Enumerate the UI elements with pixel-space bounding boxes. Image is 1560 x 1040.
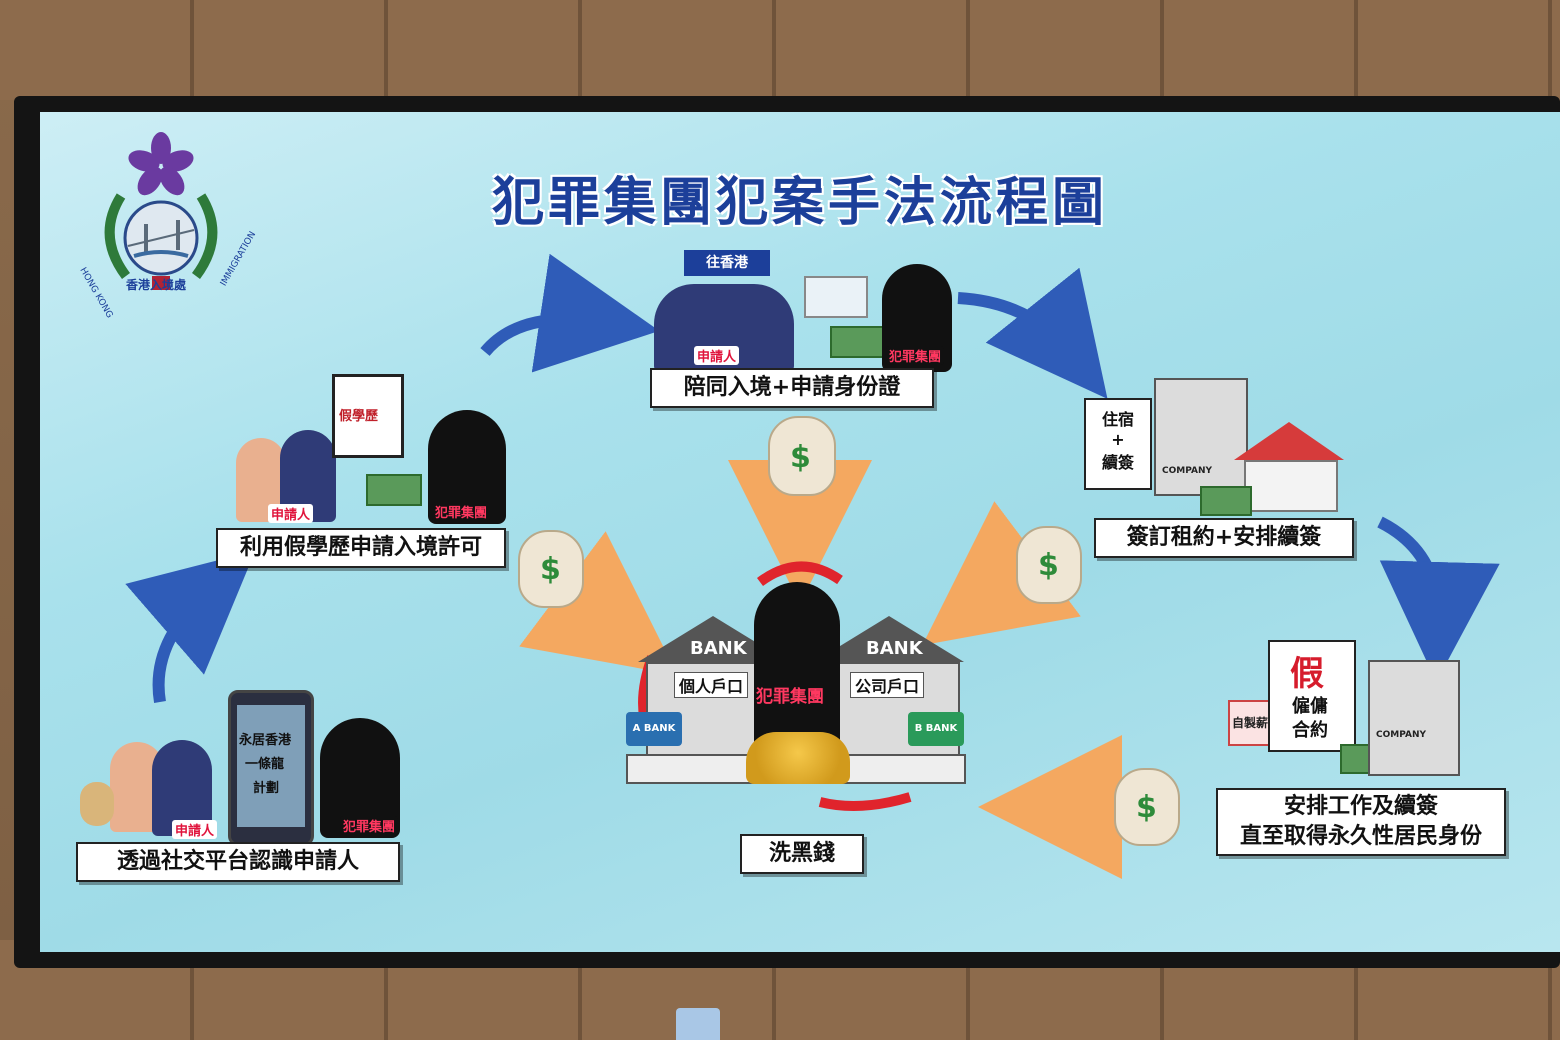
applicant-tag: 申請人	[268, 504, 314, 523]
company-building: COMPANY	[1368, 660, 1460, 776]
presentation-screen: 香港入境處 HONG KONG IMMIGRATION 犯罪集團犯案手法流程圖	[40, 112, 1560, 952]
monitor-stand	[676, 1008, 720, 1040]
page-title: 犯罪集團犯案手法流程圖	[491, 173, 1108, 233]
red-arrow-top	[757, 561, 843, 587]
step-5-label-line2: 直至取得永久性居民身份	[1239, 824, 1482, 849]
housing-sign-line3: 續簽	[1101, 453, 1134, 472]
dollar-icon: $	[1038, 548, 1059, 583]
step-5-label-line1: 安排工作及續簽	[1283, 794, 1438, 819]
immigration-logo: 香港入境處 HONG KONG IMMIGRATION	[77, 126, 258, 320]
step-1-label: 透過社交平台認識申請人	[76, 842, 400, 882]
step-5-label: 安排工作及續簽 直至取得永久性居民身份	[1216, 788, 1506, 856]
bank-left-sign: BANK	[690, 638, 747, 659]
syndicate-tag: 犯罪集團	[340, 816, 399, 835]
phone-icon: 永居香港 一條龍 計劃	[228, 690, 314, 846]
logo-text: 香港入境處	[126, 278, 187, 292]
flow-arrow-3-4	[957, 267, 1108, 399]
phone-text-line3: 計劃	[253, 781, 280, 796]
wood-wall-top	[0, 0, 1560, 100]
flow-arrow-1-2	[125, 550, 256, 703]
bank-right-account: 公司戶口	[850, 672, 925, 698]
step-4-scene: 住宿 + 續簽 COMPANY	[1084, 378, 1354, 518]
step-5-scene: 自製薪金 假 僱傭 合約 COMPANY	[1228, 640, 1498, 780]
fake-contract-line1: 僱傭	[1292, 696, 1328, 717]
center-syndicate-label: 犯罪集團	[756, 687, 824, 707]
money-bag-bottomright: $	[1114, 768, 1180, 846]
money-arrow-right	[922, 501, 1081, 646]
syndicate-tag: 犯罪集團	[886, 346, 945, 365]
phone-text-line2: 一條龍	[245, 757, 285, 772]
house-icon	[1234, 422, 1344, 512]
step-3-scene: 往香港 申請人 犯罪集團	[654, 250, 954, 374]
step-1-scene: 永居香港 一條龍 計劃 申請人 犯罪集團	[80, 682, 400, 846]
flow-arrow-2-3	[480, 253, 660, 373]
money-arrow-left	[519, 531, 678, 676]
syndicate-tag: 犯罪集團	[432, 502, 491, 521]
flow-arrow-4-5	[1377, 516, 1500, 682]
bank-right-sign: BANK	[866, 638, 923, 659]
step-2-scene: 假學歷 申請人 犯罪集團	[236, 374, 536, 524]
step-3-label: 陪同入境+申請身份證	[650, 368, 934, 408]
fake-contract-icon: 假 僱傭 合約	[1268, 640, 1356, 752]
fake-certificate-text: 假學歷	[339, 409, 379, 424]
housing-sign-line1: 住宿	[1101, 410, 1134, 429]
company-sign: COMPANY	[1162, 466, 1212, 476]
money-stack-icon	[366, 474, 422, 506]
fake-contract-line2: 合約	[1292, 720, 1328, 741]
to-hk-sign: 往香港	[684, 250, 770, 276]
money-bag-left: $	[518, 530, 584, 608]
fake-certificate-icon: 假學歷	[332, 374, 404, 458]
applicant-tag: 申請人	[694, 346, 740, 365]
housing-sign-line2: +	[1111, 430, 1125, 449]
dollar-icon: $	[1136, 790, 1157, 825]
gold-coins-icon	[746, 732, 850, 784]
fake-contract-big: 假	[1290, 654, 1324, 694]
red-arrow-bottom	[818, 792, 912, 811]
dollar-icon: $	[790, 440, 811, 475]
step-4-label: 簽訂租約+安排續簽	[1094, 518, 1354, 558]
applicant-tag: 申請人	[172, 820, 218, 839]
center-label: 洗黑錢	[740, 834, 864, 874]
bank-scene: BANK 個人戶口 BANK 公司戶口 犯罪集團 A BANK B BANK	[618, 582, 970, 802]
money-stack-icon	[1200, 486, 1252, 516]
id-card-icon	[804, 276, 868, 318]
money-bag-right: $	[1016, 526, 1082, 604]
money-stack-icon	[830, 326, 886, 358]
bank-left-account: 個人戶口	[674, 672, 749, 698]
money-bag-icon	[80, 782, 114, 826]
bank-right: BANK 公司戶口	[814, 616, 964, 760]
phone-text-line1: 永居香港	[239, 733, 292, 748]
housing-sign: 住宿 + 續簽	[1084, 398, 1152, 490]
step-2-label: 利用假學歷申請入境許可	[216, 528, 506, 568]
company-sign: COMPANY	[1376, 730, 1426, 740]
money-bag-top: $	[768, 416, 836, 496]
dollar-icon: $	[540, 552, 561, 587]
card-a-icon: A BANK	[626, 712, 682, 746]
card-b-icon: B BANK	[908, 712, 964, 746]
